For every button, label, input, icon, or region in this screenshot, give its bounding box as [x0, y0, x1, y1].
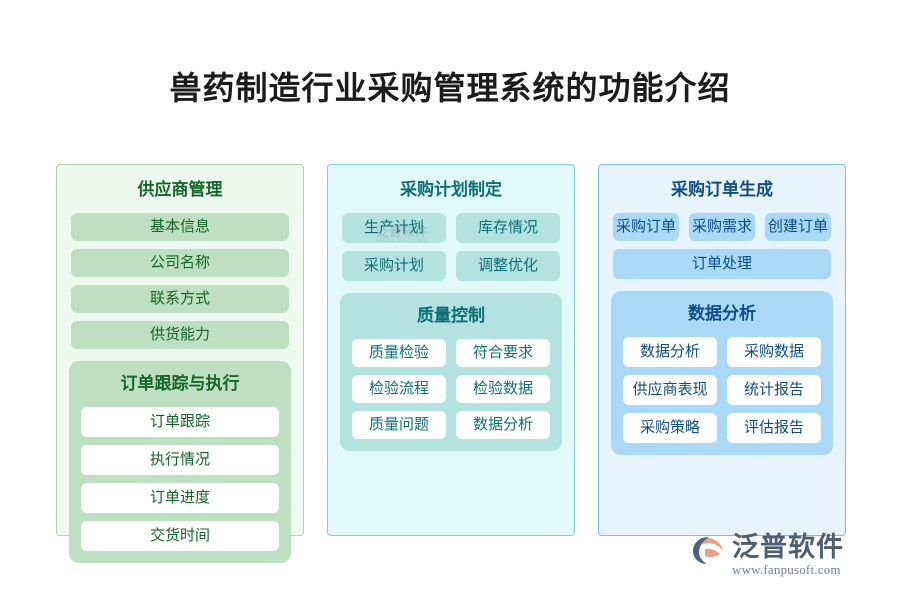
- chip-evaluation-report[interactable]: 评估报告: [727, 413, 821, 443]
- chip-company-name[interactable]: 公司名称: [71, 249, 289, 277]
- feature-columns: 供应商管理 基本信息 公司名称 联系方式 供货能力 订单跟踪与执行 订单跟踪 执…: [56, 164, 846, 563]
- chip-row: 数据分析 采购数据: [623, 337, 821, 367]
- brand-name: 泛普软件: [732, 532, 844, 562]
- chip-data-analysis-quality[interactable]: 数据分析: [456, 411, 550, 439]
- chip-contact[interactable]: 联系方式: [71, 285, 289, 313]
- chip-order-tracking[interactable]: 订单跟踪: [81, 407, 279, 437]
- group-purchase-plan: 采购计划制定 生产计划 库存情况 采购计划 调整优化: [340, 177, 562, 281]
- chip-row: 采购策略 评估报告: [623, 413, 821, 443]
- chip-adjust-optimize[interactable]: 调整优化: [456, 251, 560, 281]
- chip-supplier-performance[interactable]: 供应商表现: [623, 375, 717, 405]
- group-supplier-management: 供应商管理 基本信息 公司名称 联系方式 供货能力: [69, 177, 291, 349]
- chip-order-progress[interactable]: 订单进度: [81, 483, 279, 513]
- chip-create-order[interactable]: 创建订单: [765, 213, 831, 241]
- chip-row: 采购订单 采购需求 创建订单: [613, 213, 831, 241]
- group-quality-control: 质量控制 质量检验 符合要求 检验流程 检验数据 质量问题 数据分析: [340, 293, 562, 451]
- chip-row: 质量检验 符合要求: [352, 339, 550, 367]
- chip-row: 订单跟踪: [81, 407, 279, 437]
- column-order-generation: 采购订单生成 采购订单 采购需求 创建订单 订单处理 数据分析 数据分析 采购数…: [598, 164, 846, 536]
- chip-supply-capacity[interactable]: 供货能力: [71, 321, 289, 349]
- column-supplier: 供应商管理 基本信息 公司名称 联系方式 供货能力 订单跟踪与执行 订单跟踪 执…: [56, 164, 304, 563]
- chip-purchase-strategy[interactable]: 采购策略: [623, 413, 717, 443]
- chip-row: 交货时间: [81, 521, 279, 551]
- chip-quality-inspection[interactable]: 质量检验: [352, 339, 446, 367]
- chip-row: 供货能力: [71, 321, 289, 349]
- fanpu-logo-icon: [693, 537, 723, 564]
- group-title-supplier-management: 供应商管理: [137, 180, 223, 199]
- chip-row: 供应商表现 统计报告: [623, 375, 821, 405]
- chip-inventory-status[interactable]: 库存情况: [456, 213, 560, 243]
- group-title-quality-control: 质量控制: [417, 306, 485, 325]
- group-title-purchase-order: 采购订单生成: [671, 180, 773, 199]
- chip-purchase-plan[interactable]: 采购计划: [342, 251, 446, 281]
- chip-data-analysis[interactable]: 数据分析: [623, 337, 717, 367]
- brand-url: www.fanpusoft.com: [732, 562, 841, 577]
- chip-purchase-order[interactable]: 采购订单: [613, 213, 679, 241]
- group-title-purchase-plan: 采购计划制定: [400, 180, 502, 199]
- chip-row: 执行情况: [81, 445, 279, 475]
- chip-row: 生产计划 库存情况: [342, 213, 560, 243]
- chip-row: 公司名称: [71, 249, 289, 277]
- chip-statistical-report[interactable]: 统计报告: [727, 375, 821, 405]
- chip-basic-info[interactable]: 基本信息: [71, 213, 289, 241]
- group-order-tracking: 订单跟踪与执行 订单跟踪 执行情况 订单进度 交货时间: [69, 361, 291, 563]
- group-title-order-tracking: 订单跟踪与执行: [120, 374, 240, 393]
- group-purchase-order: 采购订单生成 采购订单 采购需求 创建订单 订单处理: [611, 177, 833, 279]
- group-title-data-analysis: 数据分析: [688, 304, 756, 323]
- chip-row: 订单进度: [81, 483, 279, 513]
- chip-row: 基本信息: [71, 213, 289, 241]
- page-title: 兽药制造行业采购管理系统的功能介绍: [169, 70, 731, 106]
- chip-row: 检验流程 检验数据: [352, 375, 550, 403]
- chip-meets-requirements[interactable]: 符合要求: [456, 339, 550, 367]
- brand-logo: 泛普软件 www.fanpusoft.com: [692, 532, 882, 586]
- chip-row: 采购计划 调整优化: [342, 251, 560, 281]
- group-data-analysis: 数据分析 数据分析 采购数据 供应商表现 统计报告 采购策略 评估报告: [611, 291, 833, 455]
- chip-inspection-data[interactable]: 检验数据: [456, 375, 550, 403]
- chip-purchase-demand[interactable]: 采购需求: [689, 213, 755, 241]
- chip-inspection-process[interactable]: 检验流程: [352, 375, 446, 403]
- chip-row: 订单处理: [613, 249, 831, 279]
- chip-order-processing[interactable]: 订单处理: [613, 249, 831, 279]
- chip-row: 联系方式: [71, 285, 289, 313]
- chip-purchase-data[interactable]: 采购数据: [727, 337, 821, 367]
- chip-execution-status[interactable]: 执行情况: [81, 445, 279, 475]
- chip-row: 质量问题 数据分析: [352, 411, 550, 439]
- chip-production-plan[interactable]: 生产计划: [342, 213, 446, 243]
- column-procurement-plan: 泛普软件 FANPU SOFTWARE 采购计划制定 生产计划 库存情况 采购计…: [327, 164, 575, 536]
- chip-delivery-time[interactable]: 交货时间: [81, 521, 279, 551]
- chip-quality-issues[interactable]: 质量问题: [352, 411, 446, 439]
